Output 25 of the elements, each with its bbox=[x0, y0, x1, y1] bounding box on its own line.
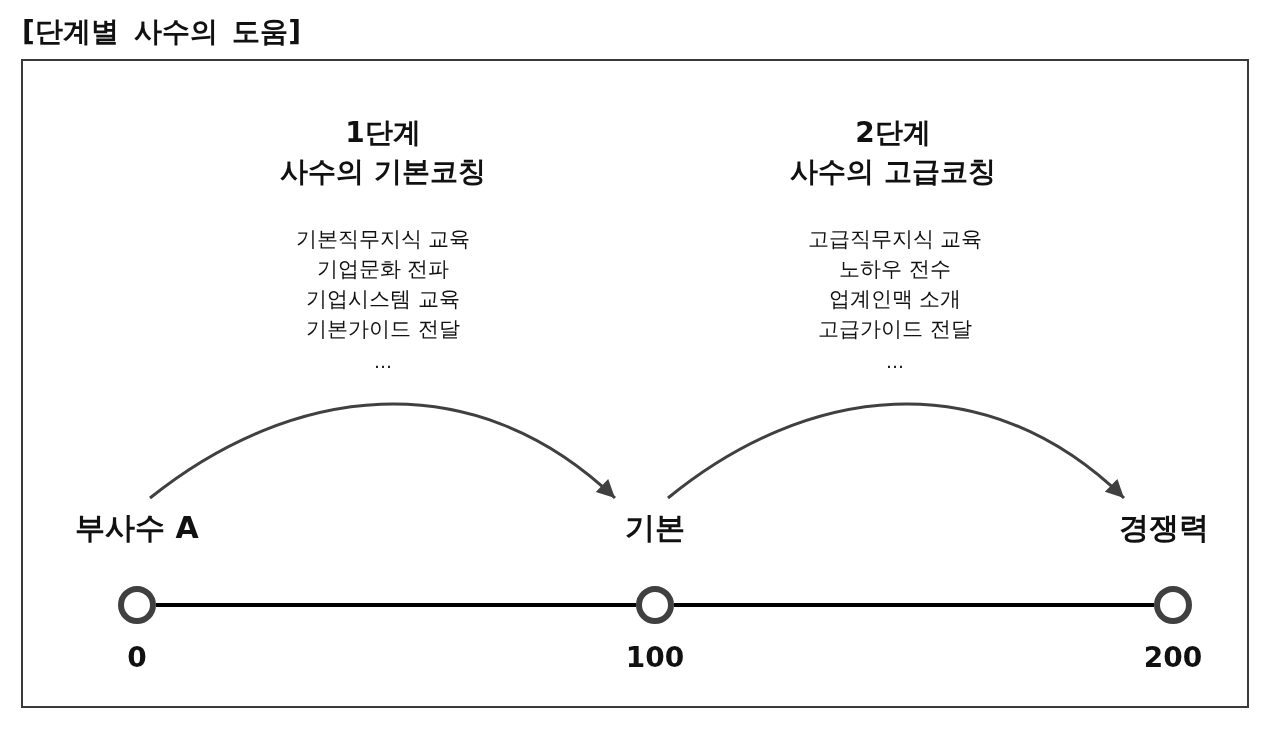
milestone-label: 부사수 A bbox=[57, 498, 217, 548]
scale-value: 200 bbox=[1143, 641, 1203, 675]
coaching-item: 고급가이드 전달 bbox=[818, 316, 972, 343]
milestone-label: 경쟁력 bbox=[1100, 498, 1228, 548]
timeline-line bbox=[674, 603, 1154, 607]
timeline-line bbox=[156, 603, 636, 607]
scale-value: 100 bbox=[625, 641, 685, 675]
stage-number: 2단계 bbox=[855, 115, 931, 151]
stage-title: 사수의 고급코칭 bbox=[790, 154, 996, 190]
stage-number: 1단계 bbox=[345, 115, 421, 151]
ellipsis-text: … bbox=[374, 350, 392, 374]
coaching-item: 업계인맥 소개 bbox=[828, 286, 962, 313]
coaching-item: 기본직무지식 교육 bbox=[295, 226, 471, 253]
milestone-label: 기본 bbox=[598, 498, 712, 548]
ellipsis-text: … bbox=[886, 350, 904, 374]
coaching-item: 노하우 전수 bbox=[839, 256, 951, 283]
curved-arrow bbox=[149, 402, 616, 500]
coaching-item: 기업시스템 교육 bbox=[306, 286, 460, 313]
curved-arrow bbox=[667, 402, 1125, 500]
coaching-item: 기본가이드 전달 bbox=[306, 316, 460, 343]
scale-value: 0 bbox=[127, 641, 147, 675]
diagram-title: [단계별 사수의 도움] bbox=[22, 14, 302, 50]
coaching-item: 고급직무지식 교육 bbox=[807, 226, 983, 253]
stage-title: 사수의 기본코칭 bbox=[280, 154, 486, 190]
coaching-item: 기업문화 전파 bbox=[316, 256, 450, 283]
